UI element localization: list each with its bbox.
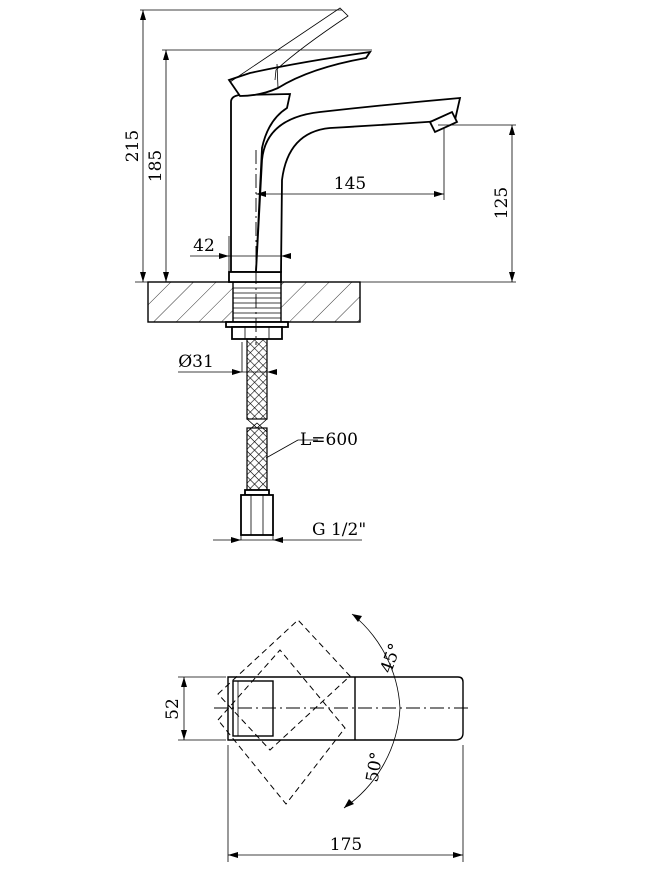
dim-total-height: 215 <box>123 130 143 162</box>
dim-rotation-cold: 50° <box>363 751 388 784</box>
top-view: 45° 50° 52 175 <box>163 613 470 862</box>
dim-top-width: 52 <box>163 698 183 720</box>
shank-threads <box>233 287 281 319</box>
dimension-arrows <box>140 10 515 543</box>
arc-45 <box>351 613 401 709</box>
rotated-lever-cold <box>217 649 346 805</box>
dim-rotation-hot: 45° <box>377 641 406 676</box>
dim-hose-length: L=600 <box>300 430 358 450</box>
fixing-nut <box>225 321 289 340</box>
dim-spout-height: 125 <box>492 187 512 219</box>
dim-thread-diameter: Ø31 <box>178 352 214 372</box>
top-lever-base <box>232 680 274 737</box>
threaded-shank <box>232 281 282 323</box>
top-extension-lines <box>178 676 464 862</box>
top-spout-outline <box>227 676 464 741</box>
aerator <box>428 110 459 134</box>
dim-body-width: 42 <box>193 236 215 256</box>
arc-arrows <box>344 614 362 808</box>
flexible-hose <box>240 338 274 536</box>
extension-lines <box>135 9 516 540</box>
lever-handle <box>227 50 372 97</box>
top-dimension-arrows <box>181 677 463 858</box>
dim-spout-reach: 145 <box>334 174 366 194</box>
dim-total-length: 175 <box>330 835 362 855</box>
dim-lever-height: 185 <box>146 150 166 182</box>
dim-connection: G 1/2" <box>312 520 366 540</box>
lever-tilted-outline <box>229 7 349 83</box>
side-view: 215 185 125 145 42 Ø31 L=600 G 1/2" <box>123 7 516 543</box>
arc-50 <box>343 707 401 809</box>
rotated-lever-hot <box>217 619 351 751</box>
dimension-lines <box>142 10 513 541</box>
